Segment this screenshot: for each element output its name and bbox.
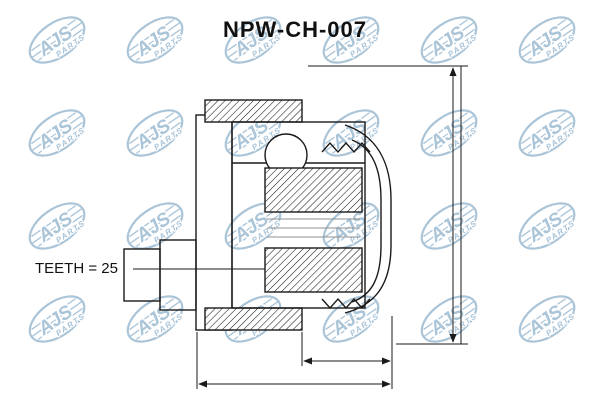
teeth-annotation: TEETH = 25	[35, 260, 118, 277]
spline-hub-lower	[264, 247, 363, 293]
bell-inner-profile	[351, 139, 382, 303]
dimension-lines	[133, 65, 468, 389]
bottom-cap-section	[204, 307, 303, 331]
flange-column	[195, 114, 233, 331]
spline-bore-lines	[267, 218, 360, 238]
boot-groove-bottom	[321, 297, 371, 310]
top-cap-section	[204, 99, 303, 123]
shaft-stub-small	[123, 248, 161, 302]
bell-outer-profile	[344, 124, 392, 314]
cavity-outline	[231, 121, 366, 309]
spline-hub-upper	[264, 167, 363, 213]
shaft-stub-step	[159, 239, 197, 311]
part-outline	[123, 99, 392, 331]
part-number-title: NPW-CH-007	[222, 17, 368, 42]
boot-groove-top	[321, 141, 371, 154]
